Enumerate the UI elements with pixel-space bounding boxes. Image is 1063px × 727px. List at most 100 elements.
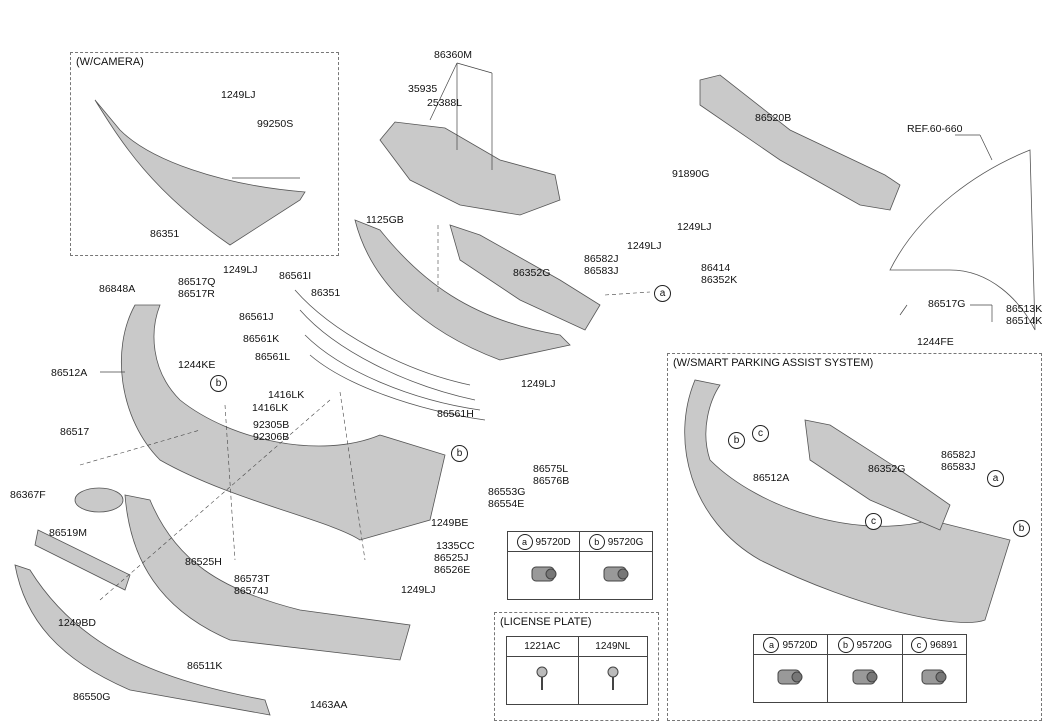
- legend-part: 95720D: [535, 536, 571, 548]
- part-label: 86561L: [255, 351, 291, 363]
- screw-icon: [536, 666, 548, 690]
- part-label: 1249LJ: [401, 584, 436, 596]
- part-label: 86582J: [584, 253, 619, 265]
- legend-part: 96891: [929, 639, 958, 651]
- part-label: 86360M: [434, 49, 472, 61]
- legend-part: 1221AC: [506, 636, 579, 657]
- sensor-icon: [531, 566, 557, 582]
- part-label: 86514K: [1006, 315, 1043, 327]
- part-label: 86582J: [941, 449, 976, 461]
- part-label: 86414: [701, 262, 731, 274]
- part-label: 86574J: [234, 585, 269, 597]
- camera-box-title: (W/CAMERA): [76, 56, 144, 68]
- part-label: 1244KE: [178, 359, 216, 371]
- part-label: 92306B: [253, 431, 290, 443]
- callout-a: a: [987, 470, 1004, 487]
- part-label: 86511K: [187, 660, 223, 672]
- callout-a: a: [516, 533, 533, 550]
- spas-bracket: [804, 419, 951, 531]
- legend-part: 95720D: [782, 639, 818, 651]
- callout-b: b: [837, 636, 854, 653]
- lower-grille: [124, 494, 411, 661]
- part-label: 1125GB: [366, 214, 404, 226]
- part-label: 1335CC: [436, 540, 475, 552]
- part-label: 86517Q: [178, 276, 216, 288]
- part-label: 86575L: [533, 463, 569, 475]
- license-legend: 1221AC 1249NL: [506, 636, 649, 705]
- part-label: 86561K: [243, 333, 280, 345]
- spas-bumper-cover: [684, 379, 1011, 623]
- sensor-icon: [852, 669, 878, 685]
- part-label: 86517G: [928, 298, 966, 310]
- legend-part: 95720G: [607, 536, 644, 548]
- callout-b: b: [728, 432, 745, 449]
- sensor-icon: [603, 566, 629, 582]
- part-label: 86367F: [10, 489, 46, 501]
- part-label: 1249BE: [431, 517, 469, 529]
- callout-b: b: [1013, 520, 1030, 537]
- part-label: 86352K: [701, 274, 738, 286]
- part-label: 1249BD: [58, 617, 96, 629]
- part-label: 86561J: [239, 311, 274, 323]
- part-label: 86550G: [73, 691, 111, 703]
- part-label: 86554E: [488, 498, 525, 510]
- bumper-cover: [120, 304, 446, 541]
- license-bracket: [34, 529, 131, 591]
- license-box: [494, 612, 659, 721]
- legend-part: 1249NL: [577, 636, 649, 657]
- part-label: 86848A: [99, 283, 136, 295]
- license-box-title: (LICENSE PLATE): [500, 616, 592, 628]
- bumper-beam: [699, 74, 901, 211]
- sensor-icon: [777, 669, 803, 685]
- part-label: 86352G: [513, 267, 551, 279]
- part-label: 86517: [60, 426, 90, 438]
- part-label: 86351: [311, 287, 341, 299]
- part-label: 86525H: [185, 556, 222, 568]
- bracket: [449, 224, 601, 331]
- callout-c: c: [865, 513, 882, 530]
- part-label: 1249LJ: [627, 240, 662, 252]
- part-label: 1416LK: [268, 389, 305, 401]
- part-label: 86519M: [49, 527, 87, 539]
- callout-b: b: [588, 533, 605, 550]
- part-label: 35935: [408, 83, 438, 95]
- part-label: 1249LJ: [677, 221, 712, 233]
- spas-box: [667, 353, 1042, 721]
- part-label: 99250S: [257, 118, 294, 130]
- part-label: 1416LK: [252, 402, 289, 414]
- part-label: 86512A: [51, 367, 88, 379]
- fender-liner: [889, 149, 1036, 331]
- part-label: 86351: [150, 228, 180, 240]
- callout-c: c: [910, 636, 927, 653]
- screw-icon: [607, 666, 619, 690]
- callout-b: b: [451, 445, 468, 462]
- camera-grille: [94, 99, 306, 246]
- part-label: 86513K: [1006, 303, 1043, 315]
- part-label: 86583J: [941, 461, 976, 473]
- callout-b: b: [210, 375, 227, 392]
- part-label: 92305B: [253, 419, 290, 431]
- part-label: REF.60-660: [907, 123, 963, 135]
- part-label: 86576B: [533, 475, 570, 487]
- lip-spoiler: [14, 564, 271, 716]
- part-label: 1249LJ: [521, 378, 556, 390]
- part-label: 1463AA: [310, 699, 348, 711]
- part-label: 86525J: [434, 552, 469, 564]
- legend-part: 95720G: [856, 639, 893, 651]
- callout-c: c: [752, 425, 769, 442]
- part-label: 86561I: [279, 270, 312, 282]
- part-label: 86517R: [178, 288, 215, 300]
- part-label: 86352G: [868, 463, 906, 475]
- sensor-icon: [921, 669, 947, 685]
- radiator-grille: [354, 219, 571, 361]
- emblem: [74, 487, 124, 513]
- part-label: 86520B: [755, 112, 792, 124]
- part-label: 1249LJ: [221, 89, 256, 101]
- spas-box-title: (W/SMART PARKING ASSIST SYSTEM): [673, 357, 874, 369]
- part-label: 86561H: [437, 408, 474, 420]
- upper-cover: [379, 121, 561, 216]
- part-label: 86526E: [434, 564, 471, 576]
